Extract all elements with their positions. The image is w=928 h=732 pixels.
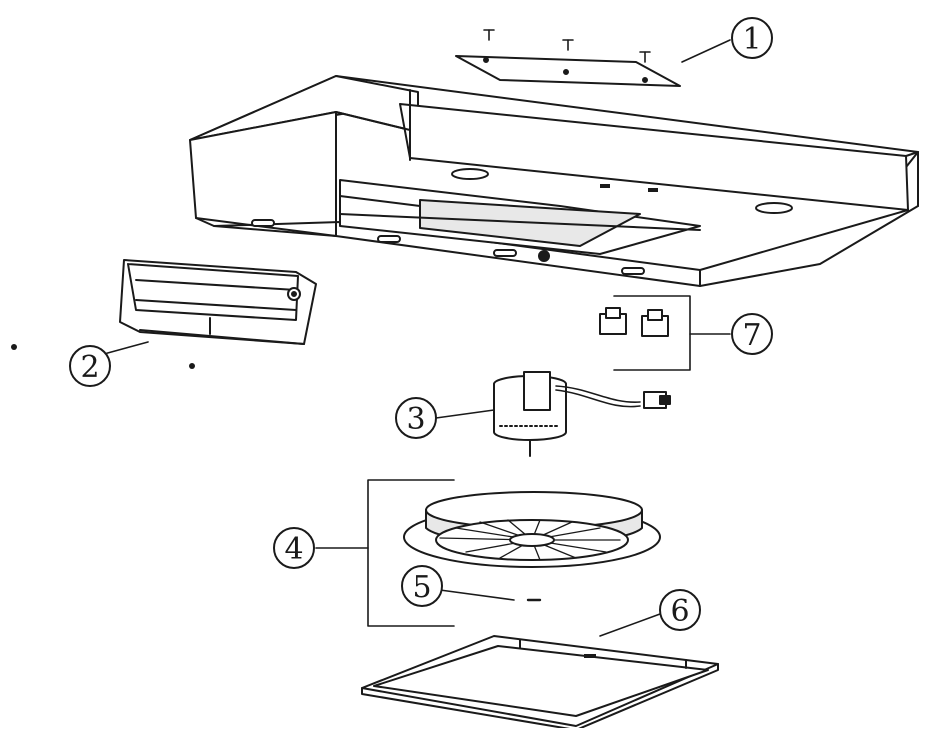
callout-6: 6 [659,589,701,631]
callout-7: 7 [731,313,773,355]
screw-right [189,363,195,369]
svg-text:7: 7 [742,318,761,353]
grease-filter [361,635,719,731]
svg-text:3: 3 [406,402,425,437]
control-box [119,259,317,345]
svg-text:1: 1 [742,22,761,57]
svg-text:5: 5 [412,570,431,605]
screws [483,29,651,63]
callout-3: 3 [395,397,437,439]
blower-wheel [403,491,661,568]
mounting-plate [455,55,681,87]
callout-1: 1 [731,17,773,59]
screw-left [11,344,17,350]
terminal-bracket [599,295,691,371]
callout-2: 2 [69,345,111,387]
svg-text:6: 6 [670,594,689,629]
range-hood-body [189,75,919,287]
motor [493,371,671,457]
svg-text:4: 4 [284,532,303,567]
callout-4: 4 [273,527,315,569]
leader-lines [103,39,731,637]
callout-5: 5 [401,565,443,607]
svg-text:2: 2 [80,350,99,385]
group-bracket-4-5 [367,479,455,627]
